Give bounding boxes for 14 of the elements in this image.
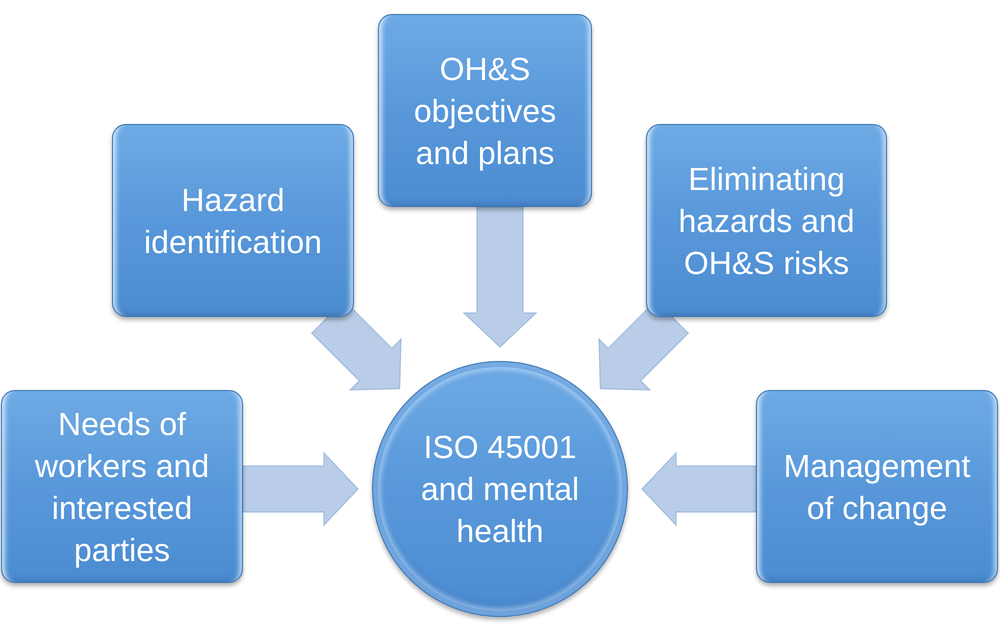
- circle-text: ISO 45001 and mental health: [420, 428, 580, 551]
- box-text: Hazard identification: [143, 180, 323, 262]
- box-text: Eliminating hazards and OH&S risks: [677, 160, 856, 282]
- process-box: [646, 124, 887, 317]
- box-text: Needs of workers and interested parties: [34, 404, 210, 570]
- box-text: OH&S objectives and plans: [412, 50, 558, 173]
- block-arrow: [462, 206, 538, 348]
- block-arrow: [641, 452, 756, 526]
- process-box: [1, 390, 243, 583]
- block-arrow: [242, 452, 359, 526]
- box-text: Management of change: [782, 446, 972, 528]
- process-box: [756, 390, 998, 583]
- process-box: [378, 14, 592, 207]
- process-box: [112, 124, 354, 317]
